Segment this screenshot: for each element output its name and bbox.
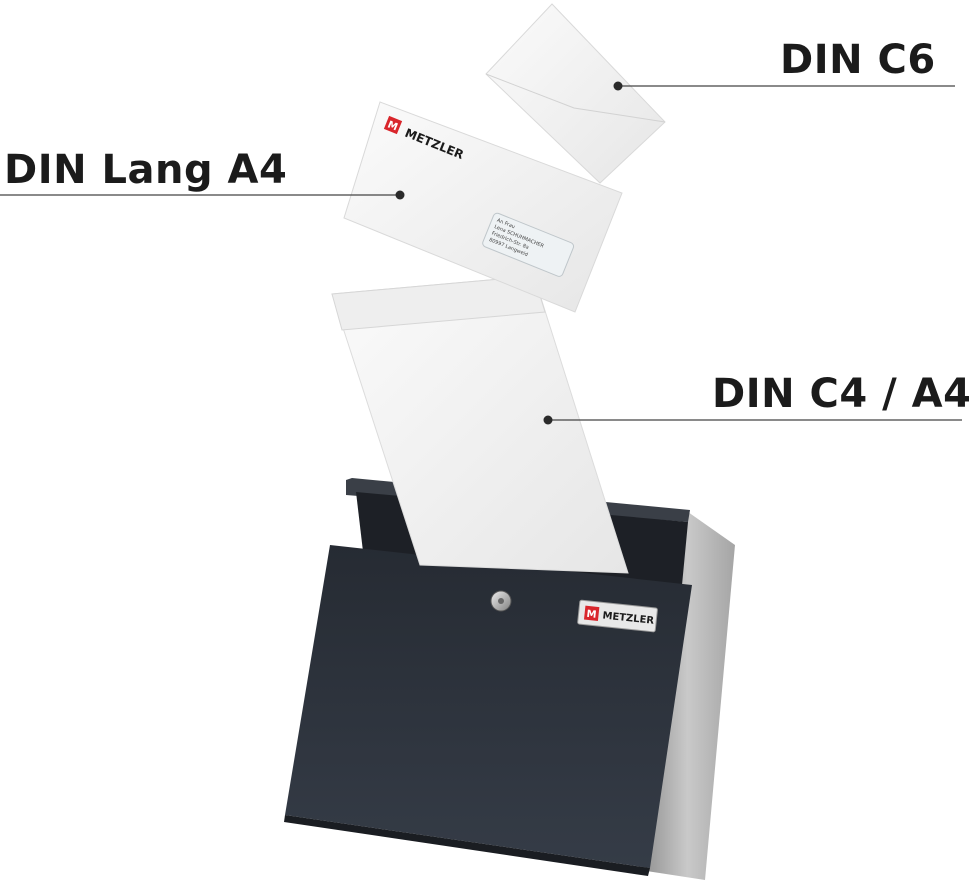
mailbox-front-edge bbox=[284, 815, 650, 876]
envelope-logo-letter: M bbox=[386, 119, 399, 133]
mailbox-front-panel bbox=[285, 545, 692, 868]
address-window: An Frau Lena SCHUHMACHER Friedrich-Str. … bbox=[482, 212, 575, 277]
envelope-c6 bbox=[485, 3, 666, 184]
mailbox-side-panel bbox=[640, 512, 735, 880]
leader-din-lang bbox=[0, 190, 405, 200]
leader-c4 bbox=[543, 415, 962, 425]
label-din-lang-a4: DIN Lang A4 bbox=[4, 147, 288, 193]
nameplate-logo-letter: M bbox=[586, 609, 597, 621]
nameplate-logo bbox=[583, 605, 600, 621]
envelope-logo bbox=[383, 115, 403, 135]
nameplate-brand: METZLER bbox=[602, 610, 655, 626]
envelope-din-lang: M METZLER An Frau Lena SCHUHMACHER Fried… bbox=[343, 101, 623, 313]
envelope-c4 bbox=[331, 275, 629, 574]
label-din-c4-a4: DIN C4 / A4 bbox=[712, 371, 969, 417]
label-din-c6: DIN C6 bbox=[780, 37, 936, 83]
leader-c6 bbox=[613, 81, 955, 91]
mailbox-nameplate: M METZLER bbox=[577, 599, 658, 633]
